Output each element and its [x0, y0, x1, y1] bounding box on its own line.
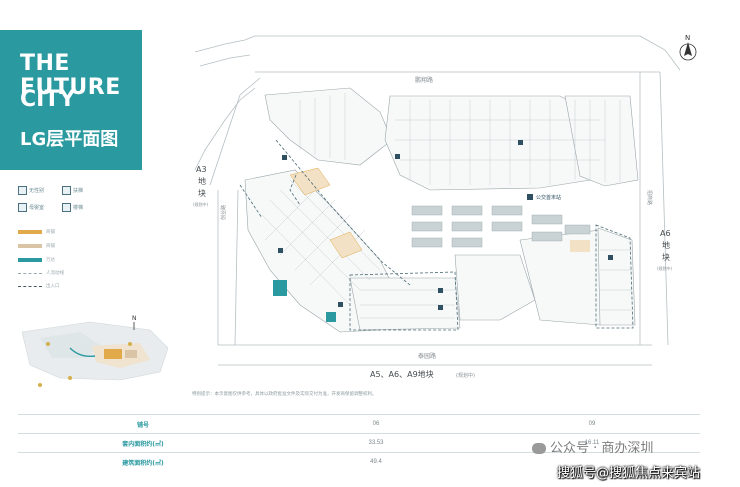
legend-label: 人流动线 — [46, 270, 64, 275]
title-floor-plan: LG层平面图 — [20, 129, 119, 150]
restroom-icon — [338, 302, 343, 307]
plot-a6-status: (规划中) — [657, 265, 673, 271]
row-label: 铺号 — [18, 414, 268, 434]
stairs-icon — [518, 140, 523, 145]
road-west-label: 创业路 — [220, 205, 227, 220]
interior-grid — [261, 93, 632, 319]
area-table: 铺号 06 09 套内面积约(㎡) 33.53 16.11 建筑面积约(㎡) 4… — [18, 414, 700, 471]
plot-a3-status: (规划中) — [193, 201, 209, 207]
row-label: 套内面积约(㎡) — [18, 433, 268, 453]
pedestrian-flow-lines — [239, 139, 634, 331]
legend-label: 无性别 — [29, 188, 45, 194]
plot-a6-code: A6 — [660, 229, 671, 238]
table-cell: 33.53 — [268, 433, 484, 453]
plot-a3-char: 地 — [198, 176, 206, 186]
legend-label: 楼梯 — [73, 205, 84, 211]
facility-icons — [278, 140, 613, 310]
legend-swatch-teal — [18, 258, 42, 262]
compass-label: N — [685, 34, 690, 42]
title-line-2: CITY — [20, 87, 76, 112]
restroom-icon — [282, 155, 287, 160]
wechat-icon — [532, 443, 546, 454]
watermark-wechat: 公众号 · 商办深圳 — [532, 437, 653, 456]
row-label: 建筑面积约(㎡) — [18, 452, 268, 471]
plot-a3-code: A3 — [196, 165, 207, 174]
escalator-icon — [608, 255, 613, 260]
escalator-icon — [395, 154, 400, 159]
watermark-sohu: 搜狐号@搜狐焦点来宾站 — [557, 466, 701, 481]
parking-area — [411, 205, 591, 248]
plot-south-status: (规划中) — [456, 372, 475, 379]
plot-a3-char: 块 — [198, 188, 206, 198]
legend-swatch-beige — [18, 244, 42, 248]
site-boundary — [194, 35, 681, 366]
table-cell: 49.4 — [268, 452, 484, 471]
plot-south-label: A5、A6、A9地块 — [370, 369, 434, 379]
escalator-icon — [62, 186, 71, 195]
highlighted-shops — [273, 167, 590, 322]
legend-label: 母婴室 — [29, 205, 45, 211]
plot-a6-char: 块 — [662, 252, 670, 262]
title-line-1: THE FUTURE — [20, 51, 121, 100]
plot-a6-label: A6 地 块 (规划中) — [657, 229, 673, 271]
table-cell: 09 — [484, 414, 700, 434]
legend-swatch-entrance — [18, 286, 42, 287]
legend-label: 出入口 — [46, 283, 60, 288]
table-row: 套内面积约(㎡) 33.53 16.11 — [18, 433, 700, 453]
table-cell — [484, 452, 700, 471]
legend-swatch-flow — [18, 273, 42, 274]
nursery-icon — [18, 203, 27, 212]
table-row: 建筑面积约(㎡) 49.4 — [18, 452, 700, 471]
stairs-icon — [438, 305, 443, 310]
road-east-label: 招商路 — [646, 190, 653, 205]
road-south-label: 泰园路 — [418, 352, 436, 360]
compass-icon: N — [679, 34, 697, 61]
legend-label: 扶梯 — [73, 188, 84, 194]
legend-swatch-orange — [18, 230, 42, 234]
title-block: THE FUTURE CITY LG层平面图 — [0, 30, 142, 170]
nursery-icon — [438, 288, 443, 293]
legend-label: 商铺 — [46, 243, 55, 248]
minimap-compass-n: N — [132, 315, 137, 322]
table-cell: 06 — [268, 414, 484, 434]
bus-icon — [527, 194, 533, 200]
road-north-label: 鹏翔路 — [415, 76, 433, 84]
plot-a6-char: 地 — [662, 240, 670, 250]
disclaimer-note: 特别提示：本示意图仅供参考，具体以政府批准文件及实际交付为准，开发商保留调整权利… — [192, 391, 377, 396]
stairs-icon — [62, 203, 71, 212]
legend-label: 商铺 — [46, 229, 55, 234]
plot-a3-label: A3 地 块 (规划中) — [193, 165, 209, 207]
legend-label: 万达 — [46, 257, 55, 262]
escalator-icon — [278, 248, 283, 253]
restroom-icon — [18, 186, 27, 195]
table-row: 铺号 06 09 — [18, 414, 700, 434]
location-minimap: N — [10, 310, 182, 390]
building-footprint — [244, 87, 639, 333]
watermark-text: 公众号 · 商办深圳 — [550, 441, 654, 456]
bus-station-label: 公交首末站 — [536, 194, 561, 201]
